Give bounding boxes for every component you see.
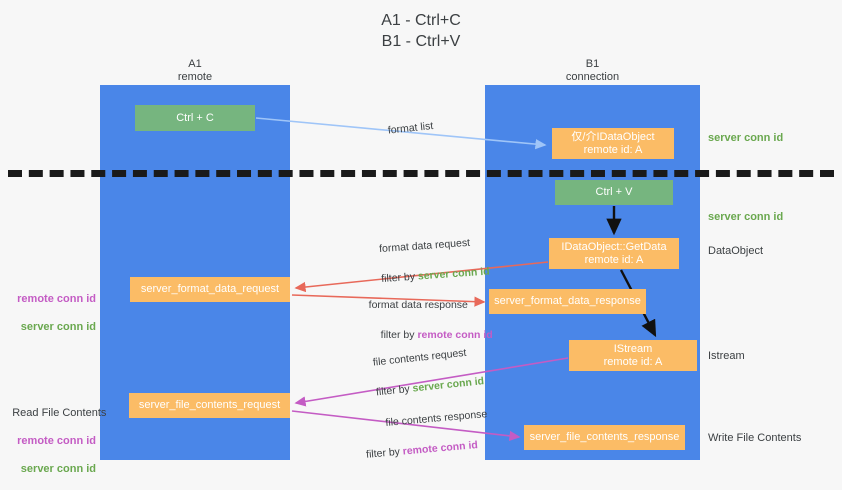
caption-format-data-response-text: format data response bbox=[368, 299, 468, 311]
label-istream: Istream bbox=[708, 350, 745, 362]
column-header-b1: B1 connection bbox=[565, 58, 620, 83]
caption-fdres-filter-value: remote conn id bbox=[417, 329, 493, 341]
caption-fdreq-filter-value: server conn id bbox=[417, 265, 490, 283]
label-conn-ids-file: Read File Contents remote conn id server… bbox=[0, 392, 106, 490]
arrow-file-contents-response bbox=[291, 410, 521, 441]
label-conn-ids-format: remote conn id server conn id bbox=[0, 278, 96, 348]
label-read-file-contents: Read File Contents bbox=[12, 407, 107, 419]
label-dataobject: DataObject bbox=[708, 245, 764, 257]
label-remote-conn-id-2: remote conn id bbox=[17, 435, 96, 447]
arrow-format-data-request bbox=[294, 261, 549, 293]
column-header-a1: A1 remote bbox=[177, 58, 213, 83]
caption-format-list: format list bbox=[374, 104, 436, 155]
caption-file-contents-response: file contents response filter by remote … bbox=[350, 392, 492, 479]
label-server-conn-id-2: server conn id bbox=[20, 463, 96, 475]
box-ctrl-v[interactable]: Ctrl + V bbox=[555, 180, 673, 205]
label-server-conn-id-1: server conn id bbox=[20, 321, 96, 333]
box-idataobject[interactable]: 仅/介IDataObject remote id: A bbox=[552, 128, 674, 159]
caption-fcres-filter-prefix: filter by bbox=[365, 445, 404, 461]
caption-format-data-response: format data response filter by remote co… bbox=[357, 283, 493, 358]
box-server-file-contents-request[interactable]: server_file_contents_request bbox=[129, 393, 290, 418]
box-idataobject-getdata[interactable]: IDataObject::GetData remote id: A bbox=[549, 238, 679, 269]
page-title: A1 - Ctrl+C B1 - Ctrl+V bbox=[381, 12, 461, 50]
arrow-format-list bbox=[255, 117, 547, 150]
caption-file-contents-request-text: file contents request bbox=[372, 346, 468, 369]
caption-fcreq-filter-value: server conn id bbox=[411, 375, 485, 395]
caption-format-data-request-text: format data request bbox=[378, 236, 471, 256]
box-server-format-data-request[interactable]: server_format_data_request bbox=[130, 277, 290, 302]
phase-divider bbox=[8, 170, 834, 177]
arrow-file-contents-request bbox=[294, 357, 569, 407]
label-server-conn-id-second: server conn id bbox=[708, 211, 784, 223]
box-istream[interactable]: IStream remote id: A bbox=[569, 340, 697, 371]
caption-fdres-filter-prefix: filter by bbox=[380, 329, 418, 341]
box-ctrl-c[interactable]: Ctrl + C bbox=[135, 105, 255, 131]
caption-file-contents-response-text: file contents response bbox=[384, 408, 488, 429]
label-server-conn-id-top: server conn id bbox=[708, 132, 784, 144]
caption-fcres-filter-value: remote conn id bbox=[402, 439, 479, 458]
caption-format-list-text: format list bbox=[387, 119, 434, 137]
box-server-format-data-response[interactable]: server_format_data_response bbox=[489, 289, 646, 314]
arrow-format-data-response bbox=[291, 294, 486, 307]
label-write-file-contents: Write File Contents bbox=[708, 432, 802, 444]
box-server-file-contents-response[interactable]: server_file_contents_response bbox=[524, 425, 685, 450]
caption-fcreq-filter-prefix: filter by bbox=[375, 382, 414, 399]
label-remote-conn-id-1: remote conn id bbox=[17, 293, 96, 305]
